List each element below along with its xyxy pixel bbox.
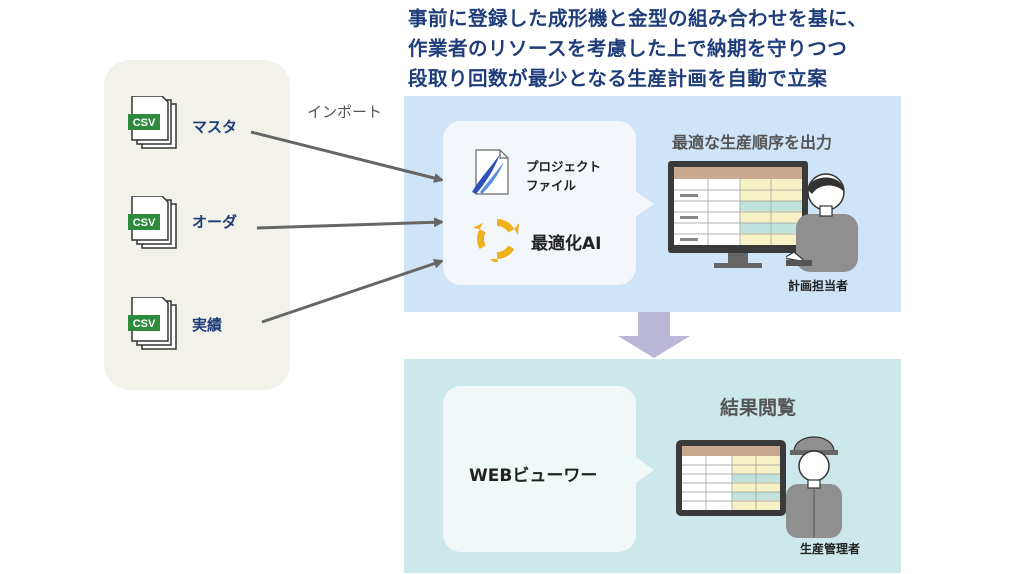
web-viewer-label: WEBビューワー: [469, 466, 598, 486]
output-title: 最適な生産順序を出力: [672, 133, 833, 152]
optimizer-label: 最適化AI: [531, 234, 602, 254]
card-pointer: [634, 190, 654, 218]
arrow-actual: [261, 258, 444, 324]
csv-badge: CSV: [133, 217, 156, 229]
csv-file-icon-actual: CSV: [128, 297, 177, 350]
planner-person-icon: [786, 173, 858, 272]
import-label: インポート: [307, 103, 383, 121]
csv-badge: CSV: [133, 318, 156, 330]
csv-file-icon-order: CSV: [128, 196, 177, 249]
project-file-icon: [472, 149, 509, 195]
headline: 事前に登録した成形機と金型の組み合わせを基に、 作業者のリソースを考慮した上で納…: [408, 4, 1008, 94]
viewer-card-pointer: [634, 456, 654, 484]
input-label-order: オーダ: [192, 213, 238, 231]
viewer-card: [443, 386, 636, 552]
planner-label: 計画担当者: [788, 279, 849, 293]
headline-line-1: 事前に登録した成形機と金型の組み合わせを基に、: [408, 7, 868, 30]
optimizer-ring-icon: [474, 219, 519, 262]
manager-person-icon: [786, 436, 842, 538]
project-file-line-2: ファイル: [526, 178, 577, 193]
input-label-master: マスタ: [192, 118, 238, 136]
arrow-master: [250, 130, 444, 183]
headline-line-3: 段取り回数が最少となる生産計画を自動で立案: [408, 67, 828, 90]
project-file-label: プロジェクト ファイル: [526, 157, 601, 195]
project-file-line-1: プロジェクト: [526, 159, 602, 174]
result-title: 結果閲覧: [720, 397, 797, 419]
monitor-icon: [668, 161, 808, 268]
arrow-order: [256, 217, 444, 230]
csv-file-icon-master: CSV: [128, 96, 177, 149]
manager-label: 生産管理者: [800, 542, 861, 556]
csv-badge: CSV: [133, 117, 156, 129]
down-arrow-icon: [618, 312, 690, 358]
headline-line-2: 作業者のリソースを考慮した上で納期を守りつつ: [408, 37, 848, 60]
input-label-actual: 実績: [192, 316, 223, 334]
system-card: [443, 121, 636, 285]
tablet-icon: [676, 440, 786, 516]
